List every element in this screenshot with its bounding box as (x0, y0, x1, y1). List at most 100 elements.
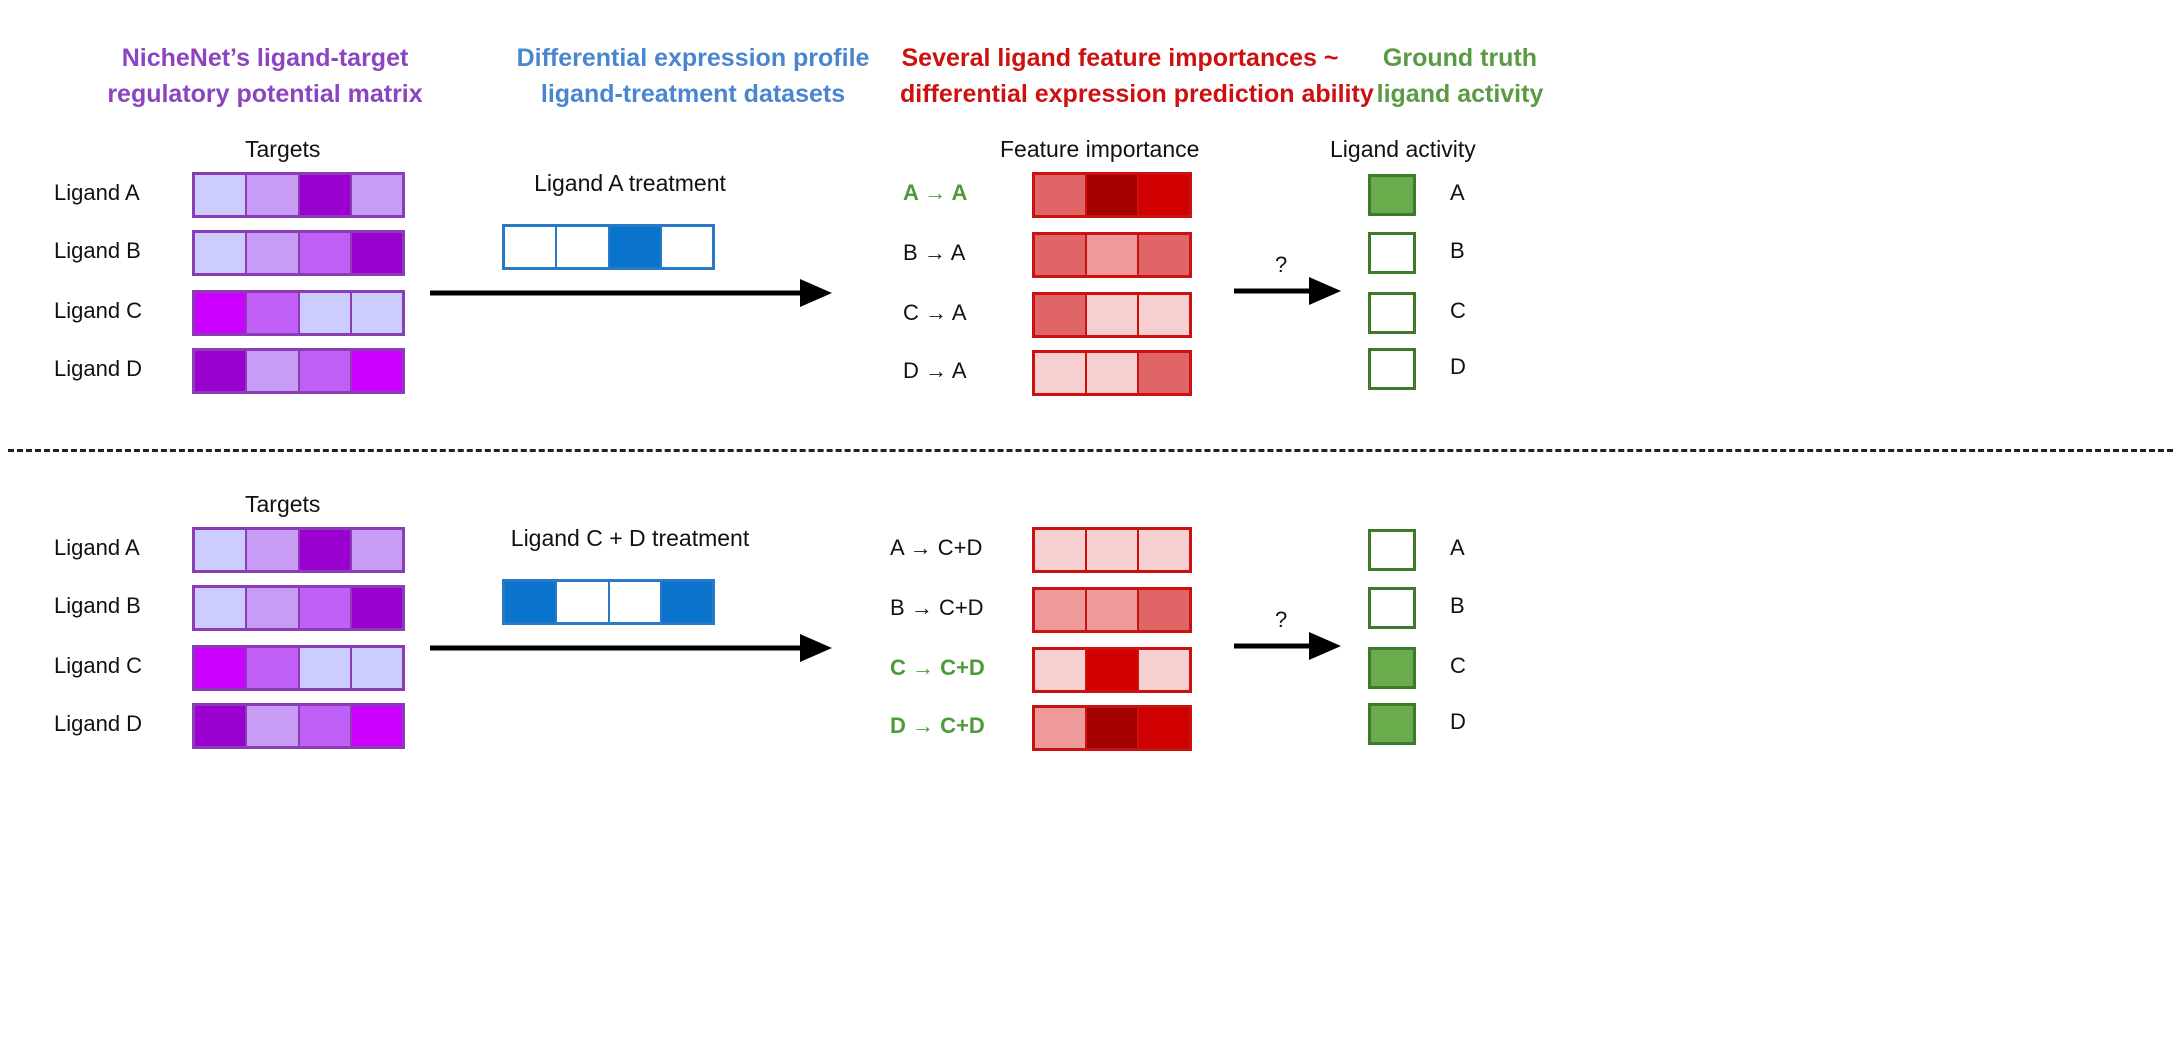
importance-cell (1085, 353, 1137, 393)
ligand-target-row (192, 527, 405, 573)
feature-importance-row (1032, 527, 1192, 573)
header-gt-line1: Ground truth (1382, 44, 1538, 72)
question-mark: ? (1275, 607, 1288, 632)
expression-cell (659, 582, 712, 622)
pair-label: C → C+D (890, 655, 1080, 681)
header-matrix-line1: NicheNet’s ligand-target (121, 44, 409, 72)
prediction-arrow-head (1309, 277, 1341, 305)
importance-cell (1035, 295, 1085, 335)
treatment-profile (502, 224, 715, 270)
ligand-activity-title: Ligand activity (1330, 136, 1476, 162)
activity-label: D (1450, 709, 1466, 734)
importance-cell (1137, 295, 1189, 335)
pair-to: C+D (940, 713, 985, 738)
pair-from: C (903, 300, 919, 325)
main-arrow-head (800, 279, 832, 307)
regulatory-potential-cell (245, 351, 298, 391)
header-feature-importance: Several ligand feature importances ~ dif… (900, 40, 1374, 112)
importance-cell (1035, 530, 1085, 570)
regulatory-potential-cell (297, 175, 350, 215)
pair-from: C (890, 655, 906, 680)
prediction-arrow (1234, 277, 1341, 305)
header-matrix-line2: regulatory potential matrix (107, 80, 423, 108)
regulatory-potential-cell (349, 530, 402, 570)
regulatory-potential-cell (195, 530, 246, 570)
feature-importance-row (1032, 172, 1192, 218)
importance-cell (1035, 353, 1085, 393)
treatment-profile (502, 579, 715, 625)
pair-arrow: → (912, 713, 935, 738)
header-fi-line1: Several ligand feature importances ~ (901, 44, 1339, 72)
expression-cell (505, 582, 556, 622)
pair-label: B → A (903, 240, 1093, 266)
header-fi-line2: differential expression prediction abili… (900, 80, 1374, 108)
pair-from: A (890, 535, 904, 560)
pair-from: B (903, 240, 918, 265)
header-de-line1: Differential expression profile (516, 44, 870, 72)
activity-label: A (1450, 180, 1465, 205)
treatment-label: Ligand A treatment (534, 170, 726, 196)
importance-cell (1085, 235, 1137, 275)
expression-cell (659, 227, 712, 267)
ligand-label: Ligand C (54, 298, 143, 323)
pair-arrow: → (909, 535, 932, 560)
importance-cell (1137, 353, 1189, 393)
header-gt-line2: ligand activity (1376, 80, 1544, 108)
header-de: Differential expression profile ligand-t… (478, 40, 908, 112)
header-matrix: NicheNet’s ligand-target regulatory pote… (100, 40, 430, 112)
pair-from: B (890, 595, 905, 620)
expression-cell (555, 227, 608, 267)
pair-arrow: → (910, 595, 933, 620)
pair-label: A → A (903, 180, 1093, 206)
ligand-target-row (192, 348, 405, 394)
pair-arrow: → (924, 180, 947, 205)
ligand-label: Ligand A (54, 180, 140, 205)
ligand-target-row (192, 645, 405, 691)
header-de-line2: ligand-treatment datasets (540, 80, 846, 108)
regulatory-potential-cell (245, 293, 298, 333)
regulatory-potential-cell (297, 530, 350, 570)
importance-cell (1085, 175, 1137, 215)
importance-cell (1137, 650, 1189, 690)
regulatory-potential-cell (349, 648, 402, 688)
activity-label: B (1450, 593, 1465, 618)
prediction-arrow (1234, 632, 1341, 660)
ligand-label: Ligand A (54, 535, 140, 560)
importance-cell (1137, 175, 1189, 215)
feature-importance-row (1032, 705, 1192, 751)
importance-cell (1035, 708, 1085, 748)
regulatory-potential-cell (349, 175, 402, 215)
regulatory-potential-cell (245, 588, 298, 628)
importance-cell (1035, 650, 1085, 690)
pair-to: A (951, 300, 967, 325)
regulatory-potential-cell (245, 706, 298, 746)
regulatory-potential-cell (195, 175, 246, 215)
pair-label: D → C+D (890, 713, 1080, 739)
targets-title: Targets (245, 136, 321, 162)
activity-box (1368, 647, 1416, 689)
expression-cell (607, 227, 660, 267)
ligand-label: Ligand B (54, 593, 141, 618)
activity-label: C (1450, 298, 1466, 323)
prediction-arrow-head (1309, 632, 1341, 660)
feature-importance-title: Feature importance (1000, 136, 1200, 162)
importance-cell (1035, 175, 1085, 215)
regulatory-potential-cell (297, 706, 350, 746)
pair-to: C+D (937, 535, 983, 560)
regulatory-potential-cell (245, 530, 298, 570)
importance-cell (1137, 590, 1189, 630)
importance-cell (1035, 235, 1085, 275)
regulatory-potential-cell (349, 293, 402, 333)
regulatory-potential-cell (195, 706, 246, 746)
main-arrow (430, 634, 832, 662)
pair-to: A (951, 180, 968, 205)
pair-from: A (903, 180, 919, 205)
regulatory-potential-cell (195, 233, 246, 273)
regulatory-potential-cell (245, 648, 298, 688)
importance-cell (1085, 708, 1137, 748)
ligand-label: Ligand D (54, 356, 143, 381)
expression-cell (607, 582, 660, 622)
regulatory-potential-cell (297, 293, 350, 333)
expression-cell (555, 582, 608, 622)
